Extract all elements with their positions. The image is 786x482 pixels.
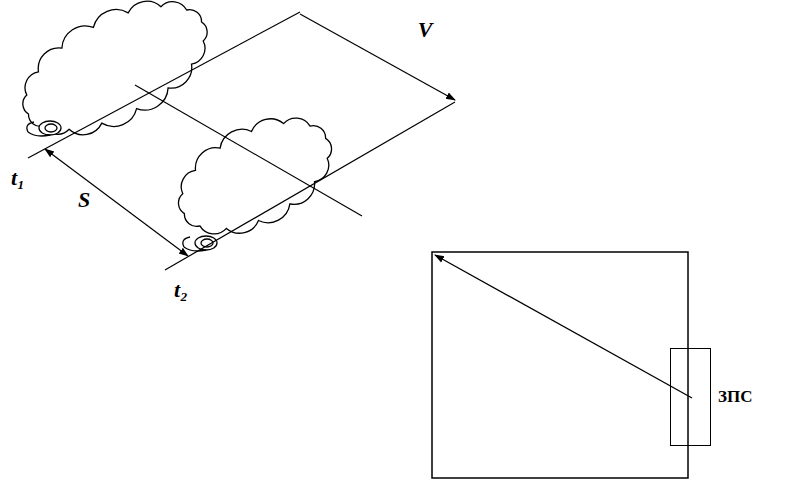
direction-arrow <box>435 255 692 398</box>
cross-line <box>135 85 362 216</box>
velocity-arrow <box>300 14 455 100</box>
tornado-swirl <box>27 121 61 136</box>
dimension-label: t₂ <box>174 279 188 301</box>
dimension-label: S <box>78 189 90 211</box>
cloud <box>178 118 331 234</box>
runway-zone-box: ЗПС <box>670 348 711 446</box>
cloud-group <box>23 1 332 251</box>
distance-dimension <box>45 149 188 256</box>
cloud <box>23 1 207 135</box>
area-square <box>432 252 688 478</box>
dimension-label: t₁ <box>11 167 25 189</box>
dimension-label: V <box>418 19 433 41</box>
track-line <box>28 12 300 158</box>
zone-label: ЗПС <box>718 387 752 407</box>
